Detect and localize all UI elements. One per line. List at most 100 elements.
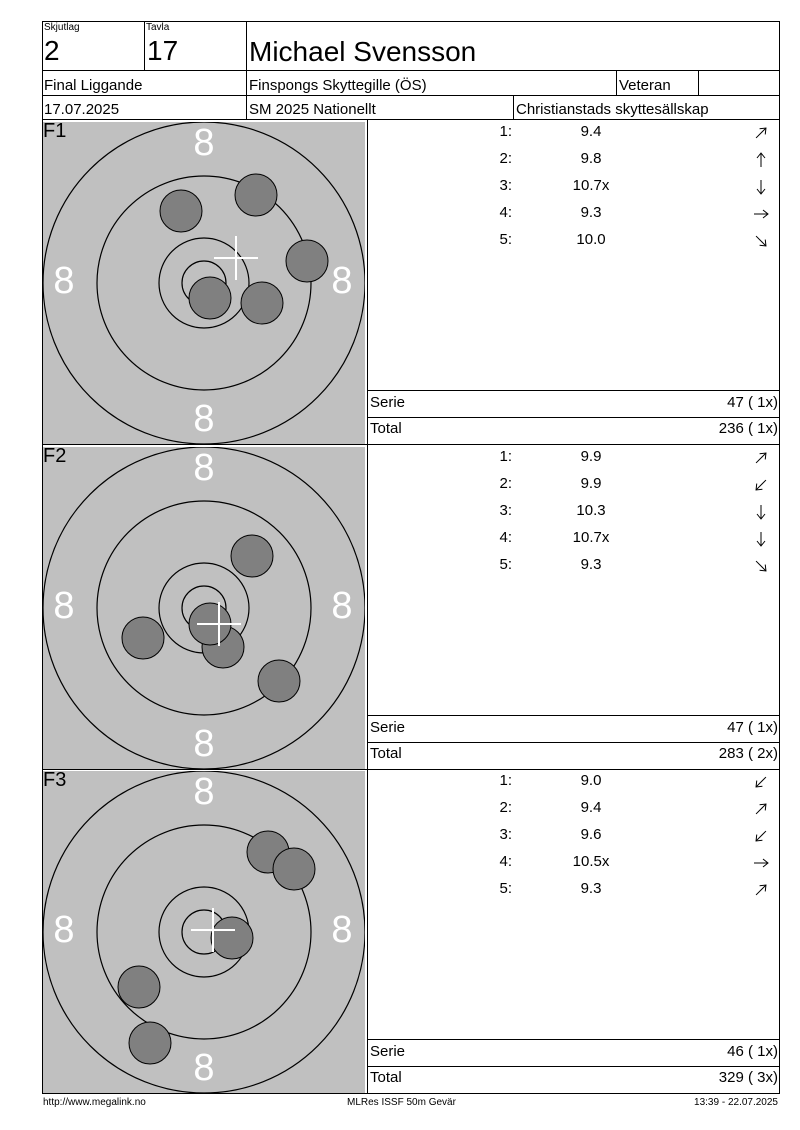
- shot-row: 5:9.3: [496, 880, 780, 900]
- total-value: 236 ( 1x): [718, 420, 778, 437]
- ring-number: 8: [331, 585, 352, 627]
- shot-row: 3: 9.6: [496, 826, 780, 846]
- shot-number: 3:: [499, 826, 512, 843]
- shot-number: 5:: [499, 231, 512, 248]
- shot-row: 3: 10.7x: [496, 177, 780, 197]
- shot-number: 4:: [499, 529, 512, 546]
- ring-1: [43, 771, 365, 1093]
- shot-value: 9.4: [580, 123, 602, 140]
- ring-number: 8: [53, 909, 74, 951]
- target-f2: 8 8 8 8: [43, 447, 365, 769]
- ring-number: 8: [193, 398, 214, 440]
- shot-5: [240, 281, 284, 325]
- competition-name: SM 2025 Nationellt: [249, 101, 376, 118]
- event-name: Final Liggande: [44, 77, 143, 94]
- shot-row: 4: 10.7x: [496, 529, 780, 549]
- shooter-name: Michael Svensson: [249, 36, 477, 67]
- direction-arrow-icon: [755, 127, 767, 139]
- shot-row: 5: 10.0: [496, 231, 780, 251]
- direction-arrow-icon: [756, 505, 766, 520]
- shot-row: 1:9.0: [496, 772, 780, 792]
- footer-timestamp: 13:39 - 22.07.2025: [694, 1097, 778, 1108]
- total-value: 329 ( 3x): [718, 1069, 778, 1086]
- ring-number: 8: [53, 260, 74, 302]
- direction-arrow-icon: [754, 858, 769, 868]
- shot-row: 5: 9.3: [496, 556, 780, 576]
- shot-value: 9.3: [580, 204, 602, 221]
- shot-number: 1:: [499, 448, 512, 465]
- shot-number: 2:: [499, 150, 512, 167]
- shot-number: 5:: [499, 880, 512, 897]
- total-value: 283 ( 2x): [718, 745, 778, 762]
- shot-value: 9.4: [580, 799, 602, 816]
- shot-3: [117, 965, 161, 1009]
- shot-number: 4:: [499, 853, 512, 870]
- direction-arrow-icon: [756, 152, 766, 167]
- shot-value: 10.0: [576, 231, 606, 248]
- direction-arrow-icon: [755, 884, 767, 896]
- direction-arrow-icon: [755, 803, 767, 815]
- footer-url[interactable]: http://www.megalink.no: [43, 1097, 146, 1108]
- direction-arrow-icon: [755, 452, 767, 464]
- shot-row: 4: 9.3: [496, 204, 780, 224]
- competition-date: 17.07.2025: [44, 101, 120, 118]
- tavla-value: 17: [147, 35, 179, 66]
- shot-value: 9.9: [580, 475, 602, 492]
- serie-label: Serie: [370, 1043, 406, 1060]
- shot-value: 10.7x: [572, 529, 610, 546]
- footer-software: MLRes ISSF 50m Gevär: [347, 1097, 456, 1108]
- shot-5: [257, 659, 301, 703]
- shot-1: [159, 189, 203, 233]
- shot-value: 10.7x: [572, 177, 610, 194]
- shot-number: 2:: [499, 475, 512, 492]
- ring-3: [158, 237, 250, 329]
- shot-number: 5:: [499, 556, 512, 573]
- ring-number: 8: [53, 585, 74, 627]
- ring-2: [96, 824, 312, 1040]
- shot-5: [128, 1021, 172, 1065]
- direction-arrow-icon: [756, 532, 766, 547]
- direction-arrow-icon: [755, 776, 767, 788]
- ring-number: 8: [193, 723, 214, 765]
- series-label: F1: [43, 120, 67, 142]
- organizer-name: Christianstads skyttesällskap: [516, 101, 709, 118]
- ring-number: 8: [193, 771, 214, 813]
- direction-arrow-icon: [756, 180, 766, 195]
- shot-value: 9.8: [580, 150, 602, 167]
- total-label: Total: [370, 745, 402, 762]
- shot-value: 9.6: [580, 826, 602, 843]
- shot-2: [121, 616, 165, 660]
- shot-4: [285, 239, 329, 283]
- shot-1: [230, 534, 274, 578]
- shot-row: 3:10.3: [496, 502, 780, 522]
- ring-number: 8: [193, 447, 214, 489]
- shot-value: 10.5x: [572, 853, 610, 870]
- shot-row: 1:9.4: [496, 123, 780, 143]
- shooter-class: Veteran: [619, 77, 671, 94]
- shot-2: [234, 173, 278, 217]
- shot-row: 2: 9.9: [496, 475, 780, 495]
- shot-number: 3:: [499, 177, 512, 194]
- shot-row: 2:9.4: [496, 799, 780, 819]
- shot-value: 10.3: [576, 502, 606, 519]
- series-label: F3: [43, 769, 67, 791]
- shot-3: [188, 276, 232, 320]
- ring-number: 8: [193, 122, 214, 164]
- shot-value: 9.3: [580, 556, 602, 573]
- direction-arrow-icon: [755, 235, 767, 247]
- skjutlag-value: 2: [44, 35, 60, 66]
- total-label: Total: [370, 420, 402, 437]
- shot-row: 1: 9.9: [496, 448, 780, 468]
- serie-value: 47 ( 1x): [727, 394, 778, 411]
- shot-value: 9.0: [580, 772, 602, 789]
- serie-label: Serie: [370, 394, 406, 411]
- shot-number: 4:: [499, 204, 512, 221]
- tavla-label: Tavla: [146, 22, 170, 33]
- club-name: Finspongs Skyttegille (ÖS): [249, 77, 427, 94]
- ring-number: 8: [331, 909, 352, 951]
- shot-row: 2: 9.8: [496, 150, 780, 170]
- shot-value: 9.9: [580, 448, 602, 465]
- serie-value: 46 ( 1x): [727, 1043, 778, 1060]
- ring-number: 8: [331, 260, 352, 302]
